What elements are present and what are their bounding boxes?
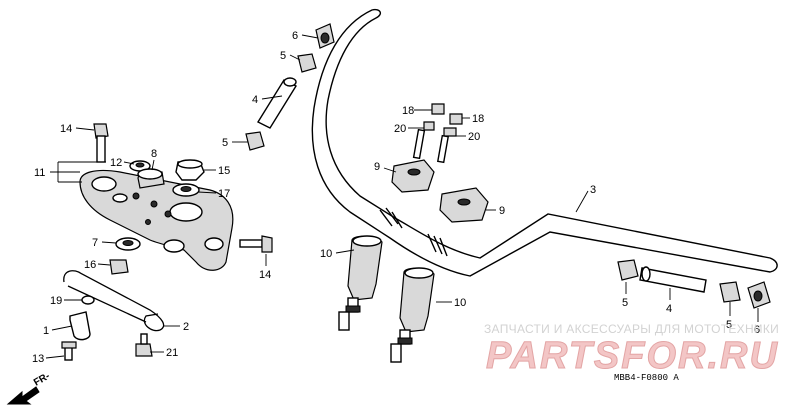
part-5-nut-upper-right	[617, 259, 639, 281]
part-14-bolt-side	[239, 235, 273, 253]
callout-labels: 6 5 4 5 14 12 11 8 15 17 7 14 16 19 1 2 …	[32, 30, 760, 365]
part-1-clamp	[69, 311, 91, 341]
part-5-nut-lower-left	[245, 131, 265, 151]
callout-7: 7	[92, 237, 98, 249]
part-12-washer	[129, 160, 151, 172]
part-9-holder-lower	[439, 187, 489, 223]
grip-band-right	[427, 233, 448, 257]
callout-10: 10	[320, 248, 332, 260]
callout-11: 11	[34, 167, 45, 179]
part-19-grommet	[81, 295, 95, 305]
watermark: ЗАПЧАСТИ И АКСЕССУАРЫ ДЛЯ МОТОТЕХНИКИ PA…	[484, 322, 779, 378]
part-20-bolt-a	[412, 121, 435, 160]
callout-16: 16	[84, 259, 96, 271]
part-8-nut	[137, 168, 165, 189]
part-9-holder-upper	[391, 159, 435, 193]
part-13-bolt	[61, 341, 77, 361]
callout-5: 5	[222, 137, 228, 149]
watermark-logo: PARTSFOR.RU	[486, 335, 779, 377]
callout-6: 6	[292, 30, 298, 42]
callout-5: 5	[726, 319, 732, 331]
part-2-wire-clamp	[63, 270, 165, 332]
grip-band-left	[379, 207, 403, 229]
callout-3: 3	[590, 184, 596, 196]
callout-6: 6	[754, 324, 760, 336]
front-direction-indicator: FR-	[6, 371, 52, 405]
watermark-tagline: ЗАПЧАСТИ И АКСЕССУАРЫ ДЛЯ МОТОТЕХНИКИ	[484, 322, 779, 336]
callout-21: 21	[166, 347, 178, 359]
top-bridge	[79, 169, 234, 271]
callout-18: 18	[472, 113, 484, 125]
handlebar	[311, 8, 778, 277]
callout-4: 4	[666, 303, 672, 315]
part-18-nut-b	[449, 113, 463, 125]
callout-8: 8	[151, 148, 157, 160]
part-16-nut	[109, 259, 129, 275]
callout-13: 13	[32, 353, 44, 365]
leader-lines	[45, 34, 759, 359]
part-17-washer	[172, 183, 200, 197]
part-6-housing-left	[315, 23, 335, 49]
part-4-weight-left	[257, 77, 297, 129]
callout-10: 10	[454, 297, 466, 309]
part-5-nut-lower-right	[719, 281, 741, 303]
part-21-bolt	[135, 333, 153, 357]
callout-1: 1	[43, 325, 49, 337]
callout-4: 4	[252, 94, 258, 106]
callout-14: 14	[60, 123, 72, 135]
callout-5: 5	[280, 50, 286, 62]
callout-15: 15	[218, 165, 230, 177]
callout-17: 17	[218, 188, 230, 200]
part-7-washer	[115, 237, 141, 251]
callout-2: 2	[183, 321, 189, 333]
part-20-bolt-b	[436, 127, 457, 164]
part-18-nut-a	[431, 103, 445, 115]
part-14-bolt-top	[93, 123, 109, 163]
direction-label: FR-	[32, 371, 52, 389]
callout-12: 12	[110, 157, 122, 169]
part-15-cap-nut	[175, 159, 205, 181]
diagram-code: MBB4-F0800 A	[614, 373, 679, 383]
callout-20: 20	[394, 123, 406, 135]
part-10-holder-right	[390, 267, 435, 363]
part-4-weight-right	[639, 266, 707, 293]
callout-19: 19	[50, 295, 62, 307]
part-10-holder-left	[338, 235, 383, 331]
callout-9: 9	[374, 161, 380, 173]
direction-arrow-icon	[6, 386, 40, 405]
callout-14: 14	[259, 269, 271, 281]
callout-5: 5	[622, 297, 628, 309]
callout-9: 9	[499, 205, 505, 217]
callout-20: 20	[468, 131, 480, 143]
callout-18: 18	[402, 105, 414, 117]
part-5-nut-upper-left	[297, 53, 317, 73]
part-6-housing-right	[747, 281, 771, 309]
